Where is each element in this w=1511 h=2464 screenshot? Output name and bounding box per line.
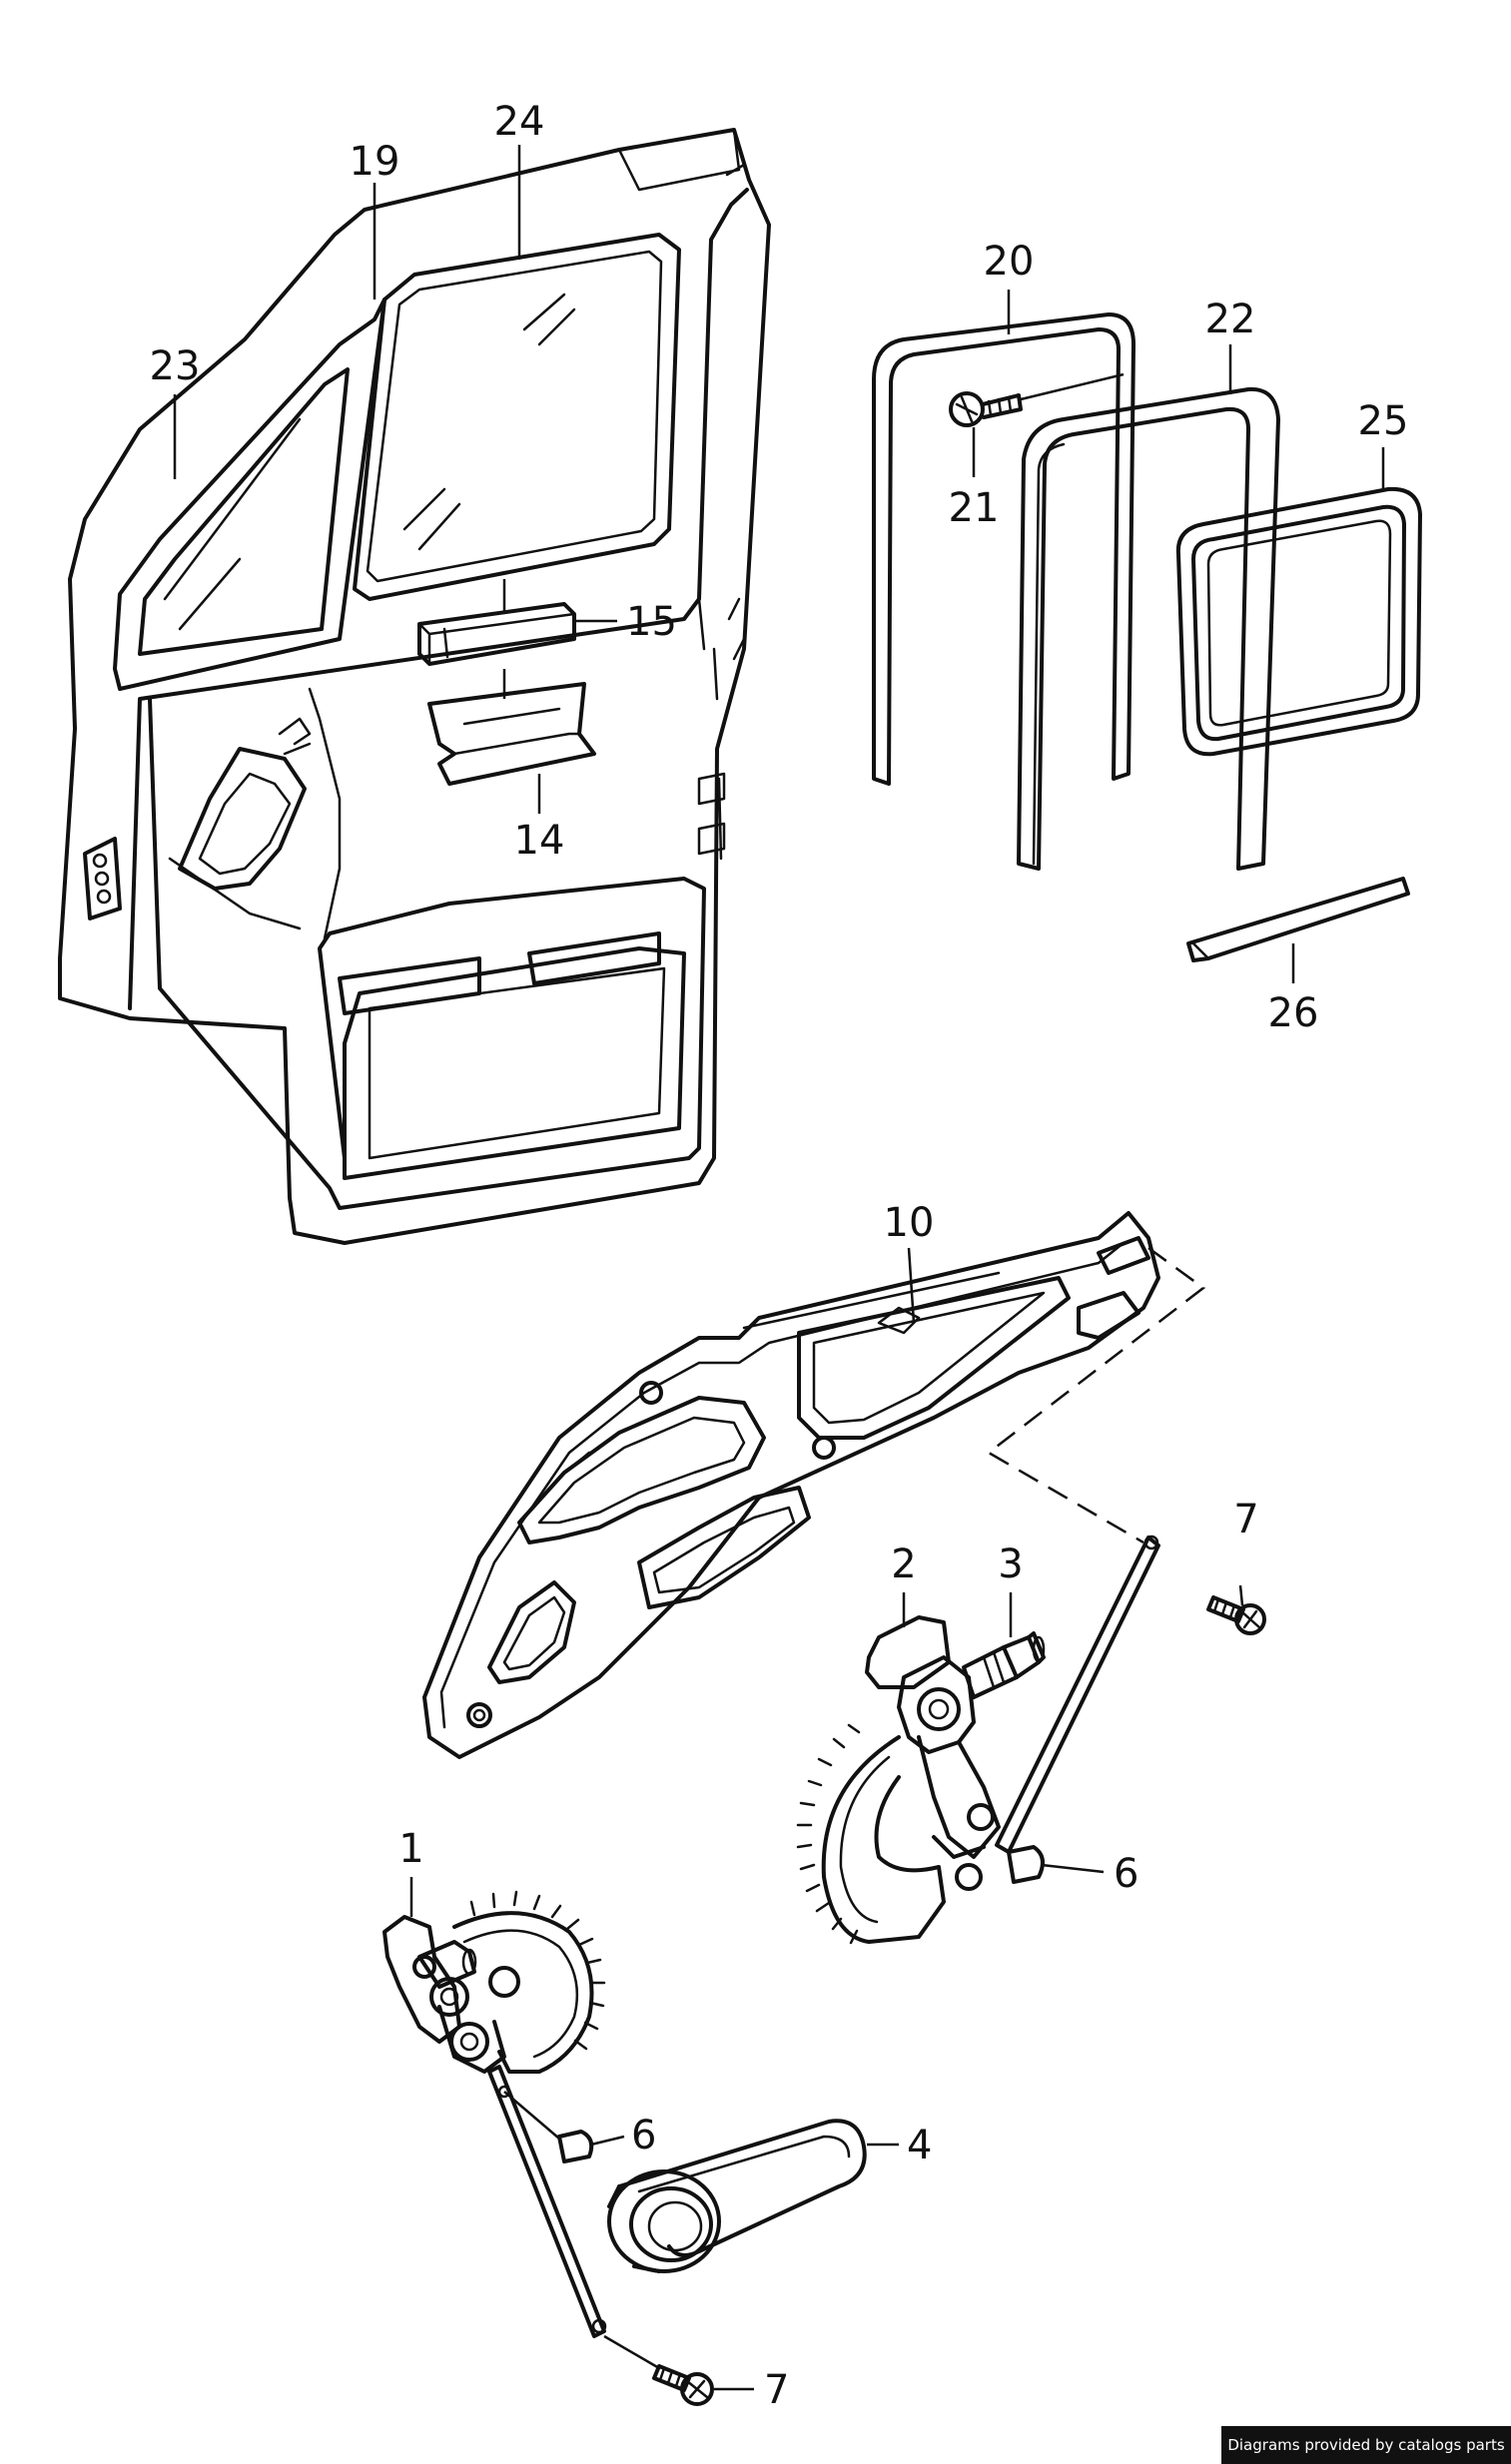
label-21: 21 (949, 485, 1000, 531)
label-14: 14 (514, 818, 565, 864)
part-15-clip (417, 602, 576, 666)
label-6-lower: 6 (631, 2113, 656, 2158)
label-7-lower: 7 (764, 2367, 789, 2413)
credit-footer: Diagrams provided by catalogs parts (1221, 2426, 1511, 2464)
dashed-connector (986, 1246, 1206, 1544)
door-assembly (58, 128, 771, 1245)
label-19: 19 (350, 139, 400, 185)
part-labels: 24 19 23 15 14 20 21 22 25 26 10 7 2 3 6… (150, 99, 1409, 2413)
part-6-bolt-b (503, 2091, 625, 2163)
label-7-upper: 7 (1233, 1497, 1258, 1542)
label-26: 26 (1268, 990, 1319, 1036)
label-25: 25 (1358, 398, 1409, 444)
label-24: 24 (494, 99, 545, 145)
label-2: 2 (891, 1541, 916, 1587)
part-1-regulator-b (382, 1890, 607, 2338)
label-4: 4 (907, 2123, 932, 2168)
label-22: 22 (1205, 297, 1256, 342)
part-3-motor (962, 1631, 1046, 1699)
part-22-channel (1017, 386, 1280, 871)
part-14-bracket (427, 682, 596, 786)
label-10: 10 (884, 1200, 935, 1246)
part-25-window-seal (1175, 486, 1422, 757)
label-3: 3 (998, 1541, 1023, 1587)
label-6-upper: 6 (1114, 1851, 1138, 1897)
leader-lines (173, 145, 1385, 1917)
part-7-screw-a (1206, 1584, 1266, 1635)
part-26-strip (1186, 877, 1410, 962)
part-7-screw-b (603, 2334, 754, 2406)
label-1: 1 (398, 1826, 423, 1872)
part-10-regulator-panel (422, 1211, 1160, 1759)
gear-teeth-b (469, 1890, 606, 2051)
part-2-regulator-a (796, 1535, 1160, 1945)
part-20-seal (872, 312, 1135, 786)
part-4-handle (607, 2119, 899, 2273)
label-20: 20 (984, 239, 1035, 285)
gear-teeth-a (796, 1723, 861, 1945)
part-21-screw (949, 372, 1125, 427)
label-23: 23 (150, 343, 201, 389)
label-15: 15 (626, 599, 677, 645)
part-6-bolt-a (1007, 1845, 1105, 1884)
